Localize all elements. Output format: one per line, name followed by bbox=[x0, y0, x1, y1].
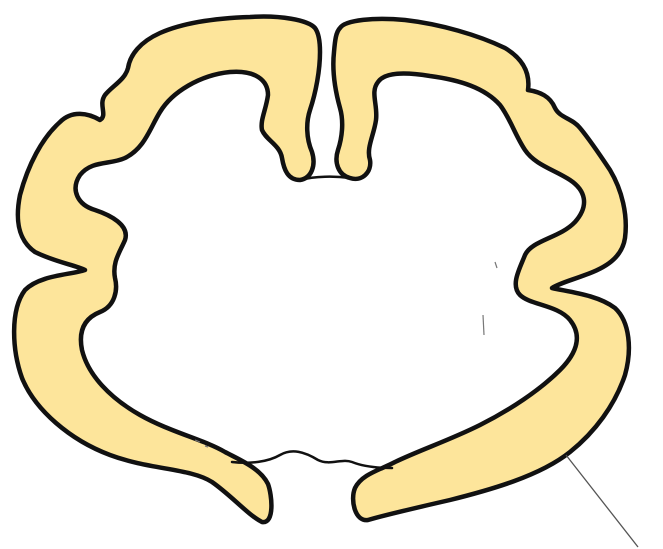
left-hemisphere-cortex bbox=[14, 17, 320, 523]
right-hemisphere-cortex bbox=[333, 19, 629, 520]
inner-faint-marks bbox=[195, 262, 497, 447]
basal-midline-outline bbox=[232, 451, 392, 468]
midline-commissure bbox=[300, 177, 350, 180]
pointer-line bbox=[566, 455, 638, 547]
